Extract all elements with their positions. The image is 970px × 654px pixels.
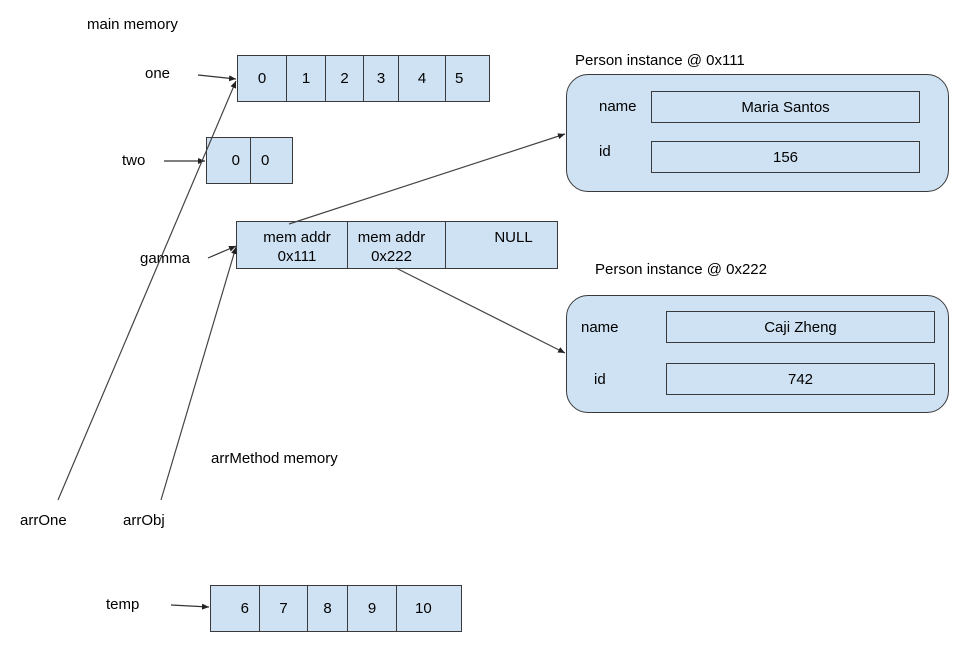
array-cell: 3	[364, 56, 399, 101]
object-title: Person instance @ 0x222	[595, 261, 767, 278]
gamma-cell-line1: NULL	[494, 229, 533, 246]
main-memory-label: main memory	[87, 16, 178, 33]
field-label-id: id	[594, 371, 606, 388]
object-title: Person instance @ 0x111	[575, 52, 745, 69]
arrow-gamma1-to-person	[395, 267, 566, 354]
array-cell: 0	[261, 152, 270, 169]
array-cell: 5	[455, 70, 464, 87]
array-two: 0 0	[206, 137, 293, 184]
array-cell: 0	[238, 56, 287, 101]
arrow-gamma	[207, 245, 237, 259]
field-value-id: 742	[666, 363, 935, 395]
gamma-cell-line2: 0x111	[277, 248, 317, 265]
field-label-id: id	[599, 143, 611, 160]
array-cell: 2	[326, 56, 364, 101]
array-cell: 1	[287, 56, 326, 101]
array-cell: 0	[207, 138, 251, 183]
array-gamma: mem addr 0x111 mem addr 0x222 NULL	[236, 221, 558, 269]
field-label-name: name	[581, 319, 619, 336]
gamma-cell-line1: mem addr	[263, 229, 331, 246]
array-cell: 8	[308, 586, 348, 631]
gamma-cell-line2: 0x222	[371, 248, 412, 265]
array-one: 0 1 2 3 4 5	[237, 55, 490, 102]
field-label-name: name	[599, 98, 637, 115]
var-temp-label: temp	[106, 596, 140, 613]
method-memory-label: arrMethod memory	[211, 450, 338, 467]
gamma-cell-line1: mem addr	[357, 229, 426, 246]
person-object-0x222: name Caji Zheng id 742	[566, 295, 949, 413]
person-object-0x111: name Maria Santos id 156	[566, 74, 949, 192]
gamma-cell-1: mem addr 0x222	[348, 222, 446, 268]
array-cell: 10	[415, 600, 432, 617]
array-cell: 9	[348, 586, 397, 631]
gamma-cell-0: mem addr 0x111	[237, 222, 348, 268]
arrow-gamma0-to-person	[288, 133, 566, 225]
field-value-name: Caji Zheng	[666, 311, 935, 343]
array-cell: 6	[211, 586, 260, 631]
array-temp: 6 7 8 9 10	[210, 585, 462, 632]
field-value-name: Maria Santos	[651, 91, 920, 123]
field-value-id: 156	[651, 141, 920, 173]
var-arrone-label: arrOne	[20, 512, 67, 529]
var-arrobj-label: arrObj	[123, 512, 165, 529]
arrow-temp	[170, 603, 210, 610]
var-two-label: two	[122, 152, 146, 169]
array-cell: 7	[260, 586, 308, 631]
var-gamma-label: gamma	[140, 250, 191, 267]
var-one-label: one	[145, 65, 171, 82]
gamma-cell-2: NULL	[446, 222, 557, 268]
array-cell: 4	[399, 56, 446, 101]
arrow-one	[197, 74, 237, 82]
